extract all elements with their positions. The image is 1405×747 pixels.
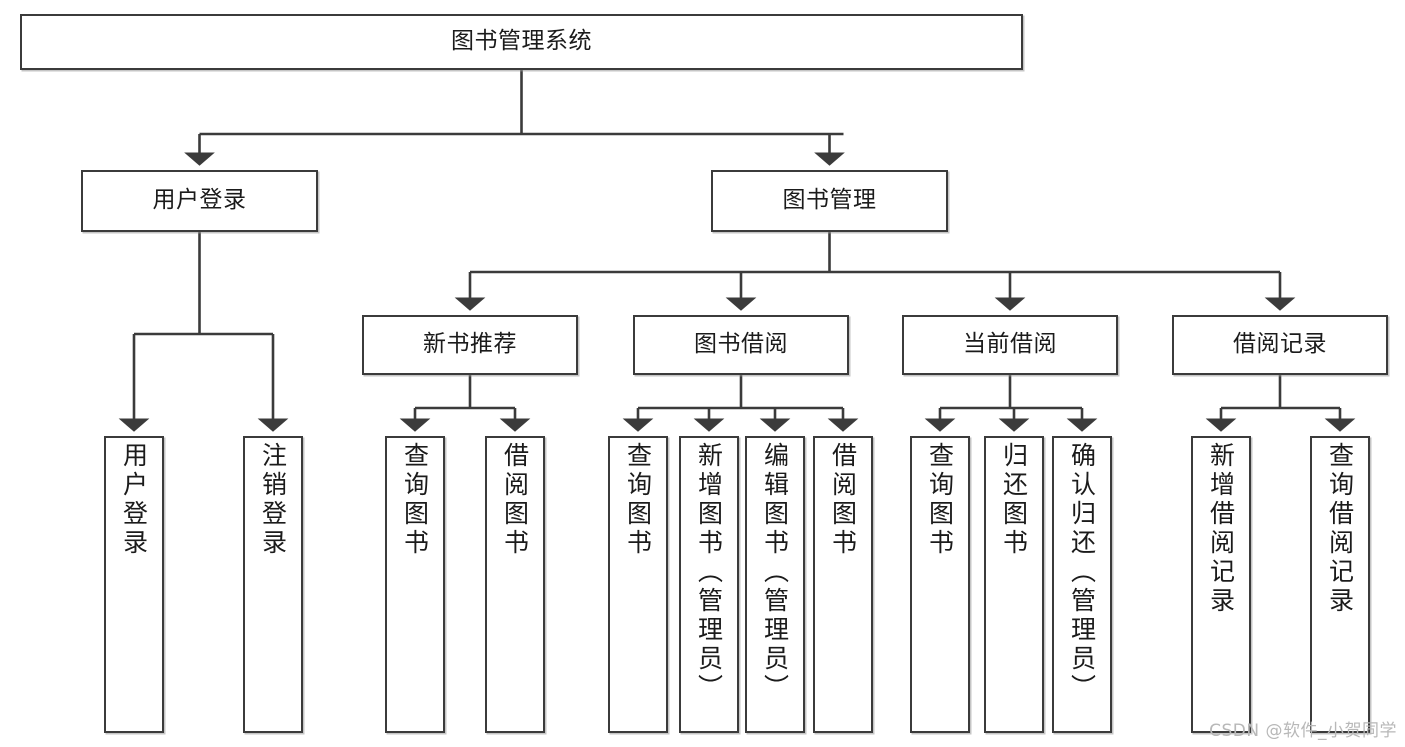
node-leaf-borrow-book-br[interactable]: 借阅图书: [813, 436, 873, 733]
node-new-book-recommend-label: 新书推荐: [423, 331, 517, 358]
node-leaf-user-login[interactable]: 用户登录: [104, 436, 164, 733]
node-book-manage-label: 图书管理: [782, 187, 877, 214]
node-leaf-query-book-cb-label: 查询图书: [925, 442, 955, 558]
node-leaf-query-book-br[interactable]: 查询图书: [608, 436, 668, 733]
node-book-manage[interactable]: 图书管理: [711, 170, 948, 232]
node-user-login-label: 用户登录: [152, 187, 247, 214]
node-borrow-record[interactable]: 借阅记录: [1172, 315, 1388, 375]
node-leaf-add-book-label: 新增图书（管理员）: [694, 442, 724, 703]
node-leaf-query-book-br-label: 查询图书: [623, 442, 653, 558]
node-user-login[interactable]: 用户登录: [81, 170, 318, 232]
node-leaf-query-record[interactable]: 查询借阅记录: [1310, 436, 1370, 733]
node-book-borrow-label: 图书借阅: [694, 331, 788, 358]
node-leaf-return-book-label: 归还图书: [999, 442, 1029, 558]
node-leaf-borrow-book-new[interactable]: 借阅图书: [485, 436, 545, 733]
node-leaf-borrow-book-br-label: 借阅图书: [828, 442, 858, 558]
node-leaf-query-book-new[interactable]: 查询图书: [385, 436, 445, 733]
node-leaf-edit-book[interactable]: 编辑图书（管理员）: [745, 436, 805, 733]
node-leaf-logout[interactable]: 注销登录: [243, 436, 303, 733]
node-leaf-query-book-cb[interactable]: 查询图书: [910, 436, 970, 733]
node-leaf-add-record[interactable]: 新增借阅记录: [1191, 436, 1251, 733]
csdn-watermark: CSDN @软件_小贺同学: [1209, 721, 1397, 741]
node-leaf-query-book-new-label: 查询图书: [400, 442, 430, 558]
node-root[interactable]: 图书管理系统: [20, 14, 1023, 70]
node-current-borrow-label: 当前借阅: [963, 331, 1057, 358]
node-borrow-record-label: 借阅记录: [1233, 331, 1327, 358]
node-leaf-edit-book-label: 编辑图书（管理员）: [760, 442, 790, 703]
node-book-borrow[interactable]: 图书借阅: [633, 315, 849, 375]
node-current-borrow[interactable]: 当前借阅: [902, 315, 1118, 375]
node-leaf-logout-label: 注销登录: [258, 442, 288, 558]
node-new-book-recommend[interactable]: 新书推荐: [362, 315, 578, 375]
node-root-label: 图书管理系统: [451, 28, 592, 55]
node-leaf-add-book[interactable]: 新增图书（管理员）: [679, 436, 739, 733]
node-leaf-add-record-label: 新增借阅记录: [1206, 442, 1236, 616]
node-leaf-borrow-book-new-label: 借阅图书: [500, 442, 530, 558]
node-leaf-user-login-label: 用户登录: [119, 442, 149, 558]
node-leaf-query-record-label: 查询借阅记录: [1325, 442, 1355, 616]
node-leaf-return-book[interactable]: 归还图书: [984, 436, 1044, 733]
node-leaf-confirm-return[interactable]: 确认归还（管理员）: [1052, 436, 1112, 733]
node-leaf-confirm-return-label: 确认归还（管理员）: [1067, 442, 1097, 703]
